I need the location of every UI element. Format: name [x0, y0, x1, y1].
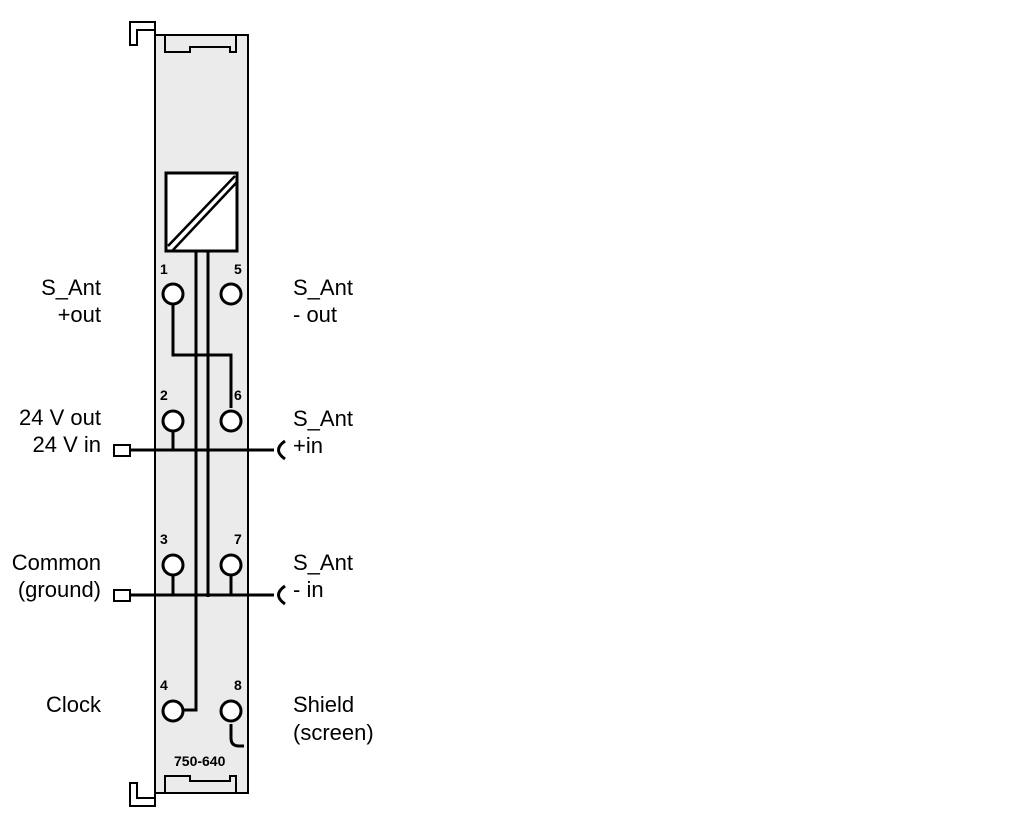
- label-right-2-line2: +in: [293, 433, 323, 458]
- terminal-2[interactable]: [161, 409, 185, 433]
- bottom-rail-clip: [129, 782, 156, 807]
- label-right-3-line1: S_Ant: [293, 550, 353, 575]
- terminal-number-7: 7: [234, 531, 242, 547]
- terminal-5[interactable]: [219, 282, 243, 306]
- terminal-1[interactable]: [161, 282, 185, 306]
- galvanic-isolation-symbol: [164, 171, 239, 253]
- label-left-1-line1: S_Ant: [41, 275, 101, 300]
- bottom-latch: [164, 775, 237, 793]
- label-left-3-line1: Common: [12, 550, 101, 575]
- contact-24v-right: [277, 439, 286, 461]
- supply-connector-24v: [113, 444, 131, 457]
- external-connectors: [113, 439, 286, 606]
- terminal-number-6: 6: [234, 387, 242, 403]
- terminal-number-5: 5: [234, 261, 242, 277]
- terminals: [161, 282, 243, 723]
- top-rail-clip: [129, 21, 156, 46]
- label-left-1-line2: +out: [58, 302, 101, 327]
- terminal-number-1: 1: [160, 261, 168, 277]
- internal-wiring: [131, 251, 274, 748]
- label-left-4-line1: Clock: [46, 692, 102, 717]
- terminal-6[interactable]: [219, 409, 243, 433]
- left-labels: S_Ant +out 24 V out 24 V in Common (grou…: [12, 275, 102, 717]
- terminal-number-3: 3: [160, 531, 168, 547]
- terminal-3[interactable]: [161, 553, 185, 577]
- supply-connector-common: [113, 589, 131, 602]
- label-right-1-line1: S_Ant: [293, 275, 353, 300]
- contact-common-right: [277, 584, 286, 606]
- terminal-numbers: 1 2 3 4 5 6 7 8: [160, 261, 242, 693]
- label-right-3-line2: - in: [293, 577, 324, 602]
- label-left-2-line1: 24 V out: [19, 405, 101, 430]
- terminal-8[interactable]: [219, 699, 243, 723]
- terminal-number-4: 4: [160, 677, 168, 693]
- terminal-4[interactable]: [161, 699, 185, 723]
- module-part-number: 750-640: [174, 753, 226, 769]
- label-right-4-line1: Shield: [293, 692, 354, 717]
- terminal-number-2: 2: [160, 387, 168, 403]
- right-labels: S_Ant - out S_Ant +in S_Ant - in Shield …: [293, 275, 374, 745]
- label-left-2-line2: 24 V in: [33, 432, 102, 457]
- terminal-number-8: 8: [234, 677, 242, 693]
- terminal-7[interactable]: [219, 553, 243, 577]
- top-latch: [164, 35, 237, 53]
- label-right-4-line2: (screen): [293, 720, 374, 745]
- label-left-3-line2: (ground): [18, 577, 101, 602]
- label-right-2-line1: S_Ant: [293, 406, 353, 431]
- label-right-1-line2: - out: [293, 302, 337, 327]
